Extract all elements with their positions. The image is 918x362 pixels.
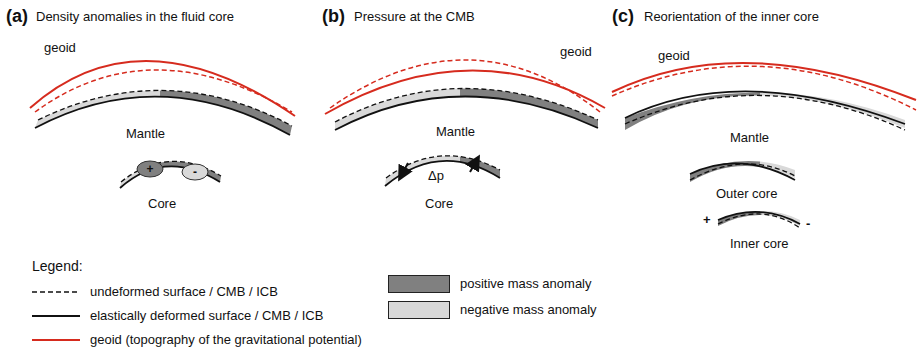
annotation: Density anomalies in the fluid core	[36, 9, 234, 25]
annotation: Mantle	[126, 126, 165, 142]
density-anomaly: +	[136, 160, 164, 178]
annotation: geoid	[560, 44, 592, 60]
annotation: Legend:	[32, 258, 83, 275]
annotation: Mantle	[730, 130, 769, 146]
annotation: geoid	[658, 48, 690, 64]
density-anomaly: -	[181, 163, 209, 181]
legend-text: positive mass anomaly	[460, 276, 592, 291]
annotation: geoid	[44, 40, 76, 56]
annotation: Outer core	[716, 186, 777, 202]
panel-letter: (a)	[6, 6, 28, 28]
legend-text: elastically deformed surface / CMB / ICB	[90, 308, 323, 323]
panel-letter: (b)	[322, 6, 345, 28]
annotation: Δp	[428, 168, 444, 184]
legend-sample	[32, 315, 80, 317]
anomaly-sign: -	[193, 166, 197, 178]
annotation: Pressure at the CMB	[354, 9, 475, 25]
annotation: -	[806, 216, 810, 232]
legend-text: geoid (topography of the gravitational p…	[90, 332, 362, 347]
legend-sample	[32, 291, 80, 292]
annotation: Reorientation of the inner core	[644, 9, 819, 25]
legend-swatch	[388, 301, 450, 319]
annotation: Core	[148, 196, 176, 212]
annotation: +	[703, 212, 711, 228]
annotation: Inner core	[730, 236, 789, 252]
legend-swatch	[388, 275, 450, 293]
legend-text: negative mass anomaly	[460, 302, 597, 317]
legend-sample	[32, 339, 80, 341]
annotation: Mantle	[436, 124, 475, 140]
annotation: Core	[425, 196, 453, 212]
anomaly-sign: +	[146, 163, 153, 175]
panel-letter: (c)	[612, 6, 634, 28]
legend-text: undeformed surface / CMB / ICB	[90, 284, 278, 299]
